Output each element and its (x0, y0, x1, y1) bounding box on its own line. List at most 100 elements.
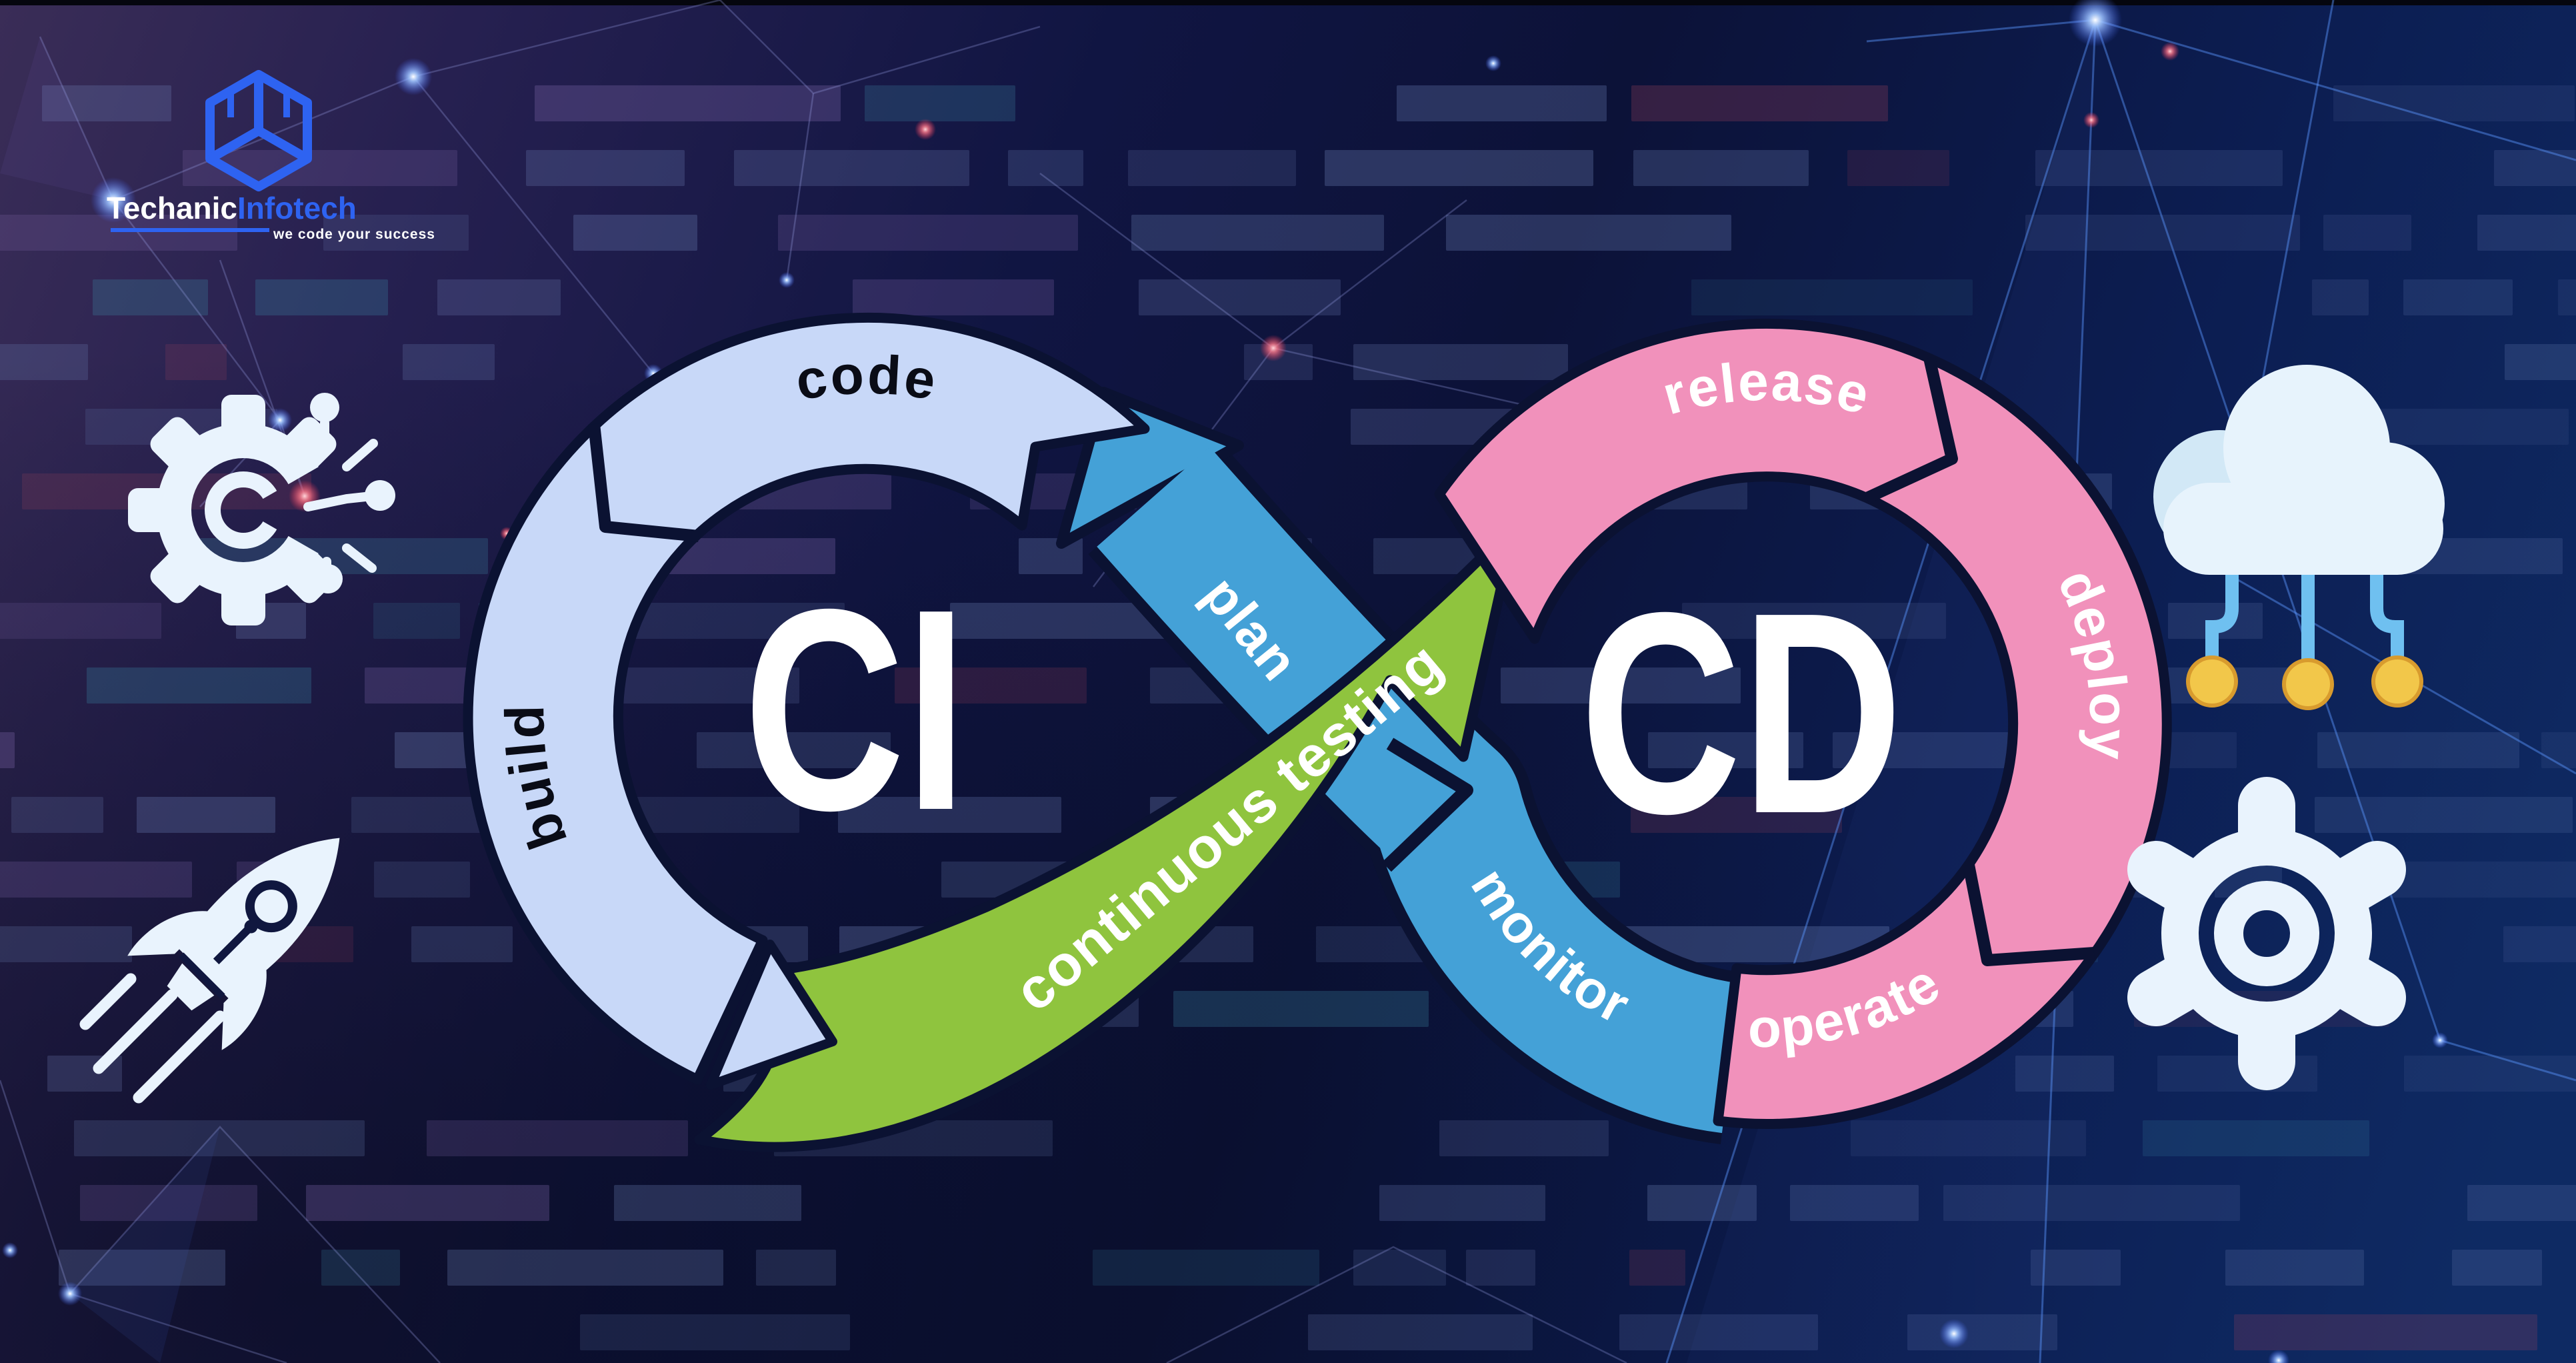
code-bar (1353, 344, 1568, 380)
code-bar (1847, 150, 1949, 186)
code-bar (0, 215, 237, 251)
code-bar (2494, 150, 2576, 186)
code-bar (1619, 1314, 1818, 1350)
code-bar (778, 215, 1078, 251)
code-bar (2234, 1314, 2537, 1350)
code-bar (183, 150, 457, 186)
code-bar (1353, 1250, 1446, 1286)
code-bar (526, 150, 685, 186)
code-bar (1851, 1120, 2086, 1156)
code-bar (1093, 1250, 1319, 1286)
rocket-nozzle (167, 963, 215, 1011)
ring-joint-chevron (1864, 357, 1958, 504)
brand-name: TechanicInfotech (107, 191, 357, 225)
code-bar (0, 862, 192, 898)
rocket-body-seam (179, 952, 225, 999)
code-bar (734, 150, 969, 186)
cloud-network-icon (2153, 365, 2445, 710)
code-bar (321, 1250, 400, 1286)
code-bar (1173, 991, 1429, 1027)
code-bar (2025, 215, 2300, 251)
code-bar (2225, 1250, 2364, 1286)
code-bar (2035, 150, 2283, 186)
cd-ring (1434, 319, 2172, 1129)
code-bar (93, 279, 208, 315)
code-bar (2312, 279, 2369, 315)
code-bar (895, 667, 1087, 704)
rocket-circuit-line (213, 924, 254, 965)
code-bar (697, 732, 891, 768)
code-bar (447, 1250, 723, 1286)
code-bar (1790, 1185, 1919, 1221)
code-bar (323, 215, 469, 251)
code-bar (2333, 85, 2575, 121)
code-bar (2403, 279, 2513, 315)
code-bar (2505, 344, 2576, 380)
cube-logo-icon (205, 70, 312, 191)
code-bar (535, 85, 841, 121)
code-bar (853, 279, 1054, 315)
brand-logo: TechanicInfotech we code your success (107, 70, 435, 242)
code-bar (2031, 1250, 2121, 1286)
code-bar (1131, 215, 1384, 251)
code-bar (2015, 1056, 2114, 1092)
code-bar (2404, 1056, 2576, 1092)
code-bar (80, 1185, 257, 1221)
code-bar (2370, 862, 2576, 898)
code-bar (950, 603, 1195, 639)
circuit-nodes (310, 393, 395, 593)
code-bar (137, 797, 275, 833)
code-bar (0, 344, 88, 380)
code-bar (1631, 797, 1842, 833)
gear-circuit-body (100, 347, 473, 694)
code-bar (1439, 1120, 1609, 1156)
rocket-icon (79, 838, 340, 1104)
code-bar (59, 1250, 225, 1286)
code-bar (1631, 85, 1888, 121)
code-bar (374, 862, 470, 898)
brand-name-part2: Infotech (237, 191, 357, 225)
code-bar (0, 732, 15, 768)
rocket-speed-lines (79, 973, 226, 1104)
cloud-stems (2205, 572, 2404, 661)
code-bar (255, 279, 388, 315)
triangle-decoration (70, 1127, 220, 1363)
code-bar (1139, 279, 1341, 315)
code-bar (756, 1250, 836, 1286)
code-bar (1833, 732, 2009, 768)
brand-underline (111, 228, 269, 232)
code-bar (2315, 797, 2573, 833)
code-bar (1128, 150, 1296, 186)
ribbon-joint-chevron (1382, 738, 1473, 872)
code-bar (42, 85, 171, 121)
code-bar (1325, 150, 1593, 186)
code-bar (427, 1120, 688, 1156)
code-bar (1466, 1250, 1535, 1286)
rocket-fin-right (221, 961, 267, 1050)
code-bar (865, 85, 1015, 121)
network-nodes (2186, 655, 2423, 710)
code-bar (411, 926, 513, 962)
code-bar (2452, 1250, 2542, 1286)
gear-circuit-icon (100, 347, 473, 694)
code-bar (573, 215, 697, 251)
code-bar (2558, 279, 2576, 315)
code-bar (1379, 1185, 1545, 1221)
ci-ring-arc (463, 312, 1150, 1085)
code-bar (1629, 1250, 1685, 1286)
code-bar (1397, 85, 1607, 121)
code-bar (580, 1314, 850, 1350)
brand-name-part1: Techanic (107, 191, 237, 225)
code-bar (1618, 926, 1889, 962)
code-bar (1501, 667, 1741, 704)
code-bar (2317, 732, 2519, 768)
rocket-circuit-node (244, 920, 258, 934)
code-bar (838, 797, 1061, 833)
code-bar (2477, 215, 2576, 251)
code-bar (1682, 603, 1946, 639)
code-bar (2467, 1185, 2576, 1221)
testing-ribbon (694, 518, 1521, 1152)
code-bar (2323, 215, 2411, 251)
code-bar (1647, 1185, 1757, 1221)
